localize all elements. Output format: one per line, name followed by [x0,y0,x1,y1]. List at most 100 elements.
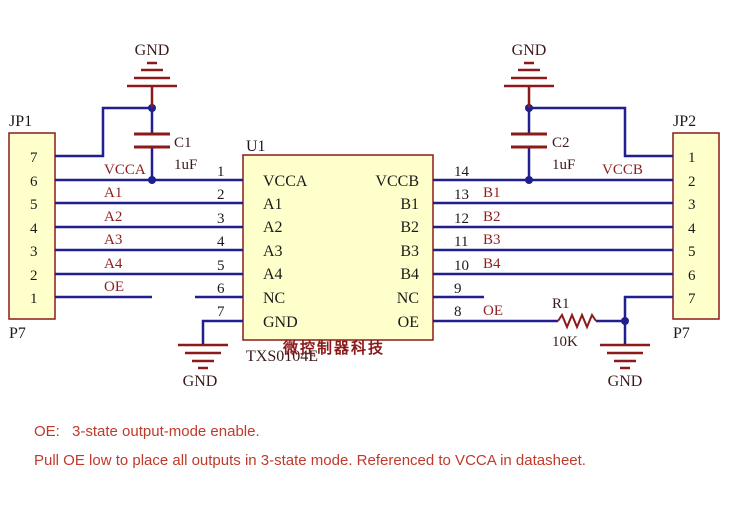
u1-pin-name: NC [263,290,285,307]
u1-pin-number: 12 [454,211,469,227]
jp2-pin1-wire [529,106,673,158]
u1-pin-number: 14 [454,164,470,180]
note-line-1: OE: 3-state output-mode enable. [34,423,260,440]
left-net-labels: VCCA A1 A2 A3 A4 OE [104,162,146,295]
u1-part-number: TXS0104E [246,348,318,365]
u1-pin-name: VCCA [263,173,308,190]
u1-pin-name: NC [397,290,419,307]
u1-pin-name: B4 [400,266,419,283]
jp1-pin-number: 6 [30,174,38,190]
u1-pin-number: 13 [454,187,469,203]
net-label: B2 [483,209,501,225]
gnd-label-top-left: GND [135,42,170,59]
u1-pin-name: B3 [400,243,419,260]
r1-value: 10K [552,334,578,350]
net-label: B3 [483,232,501,248]
junction-dot [148,176,156,184]
net-label: A4 [104,256,123,272]
u1-pin-number: 3 [217,211,225,227]
net-label: B1 [483,185,501,201]
gnd-label-top-right: GND [512,42,547,59]
resistor-r1: R1 10K [552,296,597,350]
net-label: A1 [104,185,122,201]
net-label: A3 [104,232,122,248]
u1-pin-name: A3 [263,243,283,260]
jp2-connector-body [672,132,720,320]
jp1-pin-number: 4 [30,221,38,237]
u1-pin-number: 8 [454,304,462,320]
capacitor-c2: C2 1uF [511,132,575,173]
junction-dot [525,176,533,184]
u1-pin-name: GND [263,314,298,331]
u1-pin-name: A2 [263,219,283,236]
net-label: B4 [483,256,501,272]
gnd-label-bottom-left: GND [183,373,218,390]
u1-right-pins: 14 VCCB 13 B1 12 B2 11 B3 10 B4 9 NC 8 O… [375,164,469,331]
u1-pin-number: 10 [454,258,469,274]
jp1-pin-number: 1 [30,291,38,307]
capacitor-c1: C1 1uF [134,132,197,173]
gnd-label-bottom-right: GND [608,373,643,390]
r1-designator: R1 [552,296,570,312]
jp2-pin-number: 6 [688,268,696,284]
u1-pin-number: 6 [217,281,225,297]
jp2-pin-number: 5 [688,244,696,260]
u1-designator: U1 [246,138,266,155]
jp2-pin7-wire [623,295,673,321]
net-label: OE [483,303,503,319]
u1-body [242,154,434,341]
jp2-pin-number: 1 [688,150,696,166]
u1-left-pins: 1 VCCA 2 A1 3 A2 4 A3 5 A4 6 NC 7 GND [217,164,308,331]
c1-designator: C1 [174,135,192,151]
gnd-symbol-bottom-right [600,343,650,370]
jp1-pin-numbers: 7 6 5 4 3 2 1 [30,150,38,307]
jp1-pin-number: 3 [30,244,38,260]
u1-pin-number: 9 [454,281,462,297]
gnd-symbol-bottom-left [178,343,228,370]
jp2-footprint: P7 [673,325,690,342]
right-net-labels: VCCB B1 B2 B3 B4 OE [483,162,643,319]
u1-pin-name: B2 [400,219,419,236]
note-line-2: Pull OE low to place all outputs in 3-st… [34,452,586,469]
jp1-pin-number: 7 [30,150,38,166]
jp1-pin-number: 2 [30,268,38,284]
c2-value: 1uF [552,157,575,173]
net-label: OE [104,279,124,295]
u1-pin-name: A1 [263,196,283,213]
jp2-designator: JP2 [673,113,696,130]
u1-pin-name: OE [398,314,419,331]
r1-zigzag [557,312,597,330]
u1-pin-number: 7 [217,304,225,320]
note-oe-key: OE: [34,423,60,440]
jp1-pin7-wire [55,106,152,158]
jp2-pin-number: 2 [688,174,696,190]
jp2-pin-number: 4 [688,221,696,237]
jp1-designator: JP1 [9,113,32,130]
junction-dot [621,317,629,325]
net-label: A2 [104,209,122,225]
u1-pin-number: 11 [454,234,468,250]
u1-pin-name: VCCB [375,173,419,190]
u1-pin-number: 5 [217,258,225,274]
u1-pin-name: B1 [400,196,419,213]
jp2-pin-number: 7 [688,291,696,307]
right-wires [433,106,673,344]
jp1-pin-number: 5 [30,197,38,213]
net-label: VCCA [104,162,146,178]
gnd-symbol-top-left [127,61,177,108]
gnd-symbol-top-right [504,61,554,108]
u1-pin-number: 2 [217,187,225,203]
jp1-footprint: P7 [9,325,26,342]
u1-pin-name: A4 [263,266,283,283]
c2-designator: C2 [552,135,570,151]
note-oe-desc: 3-state output-mode enable. [72,423,260,440]
left-wires [55,106,243,344]
jp2-pin-numbers: 1 2 3 4 5 6 7 [688,150,696,307]
net-label: VCCB [602,162,643,178]
jp2-pin-number: 3 [688,197,696,213]
gnd-left-wire [201,319,243,344]
u1-pin-number: 1 [217,164,225,180]
watermark-text: 微控制器科技 [282,339,385,357]
c1-value: 1uF [174,157,197,173]
